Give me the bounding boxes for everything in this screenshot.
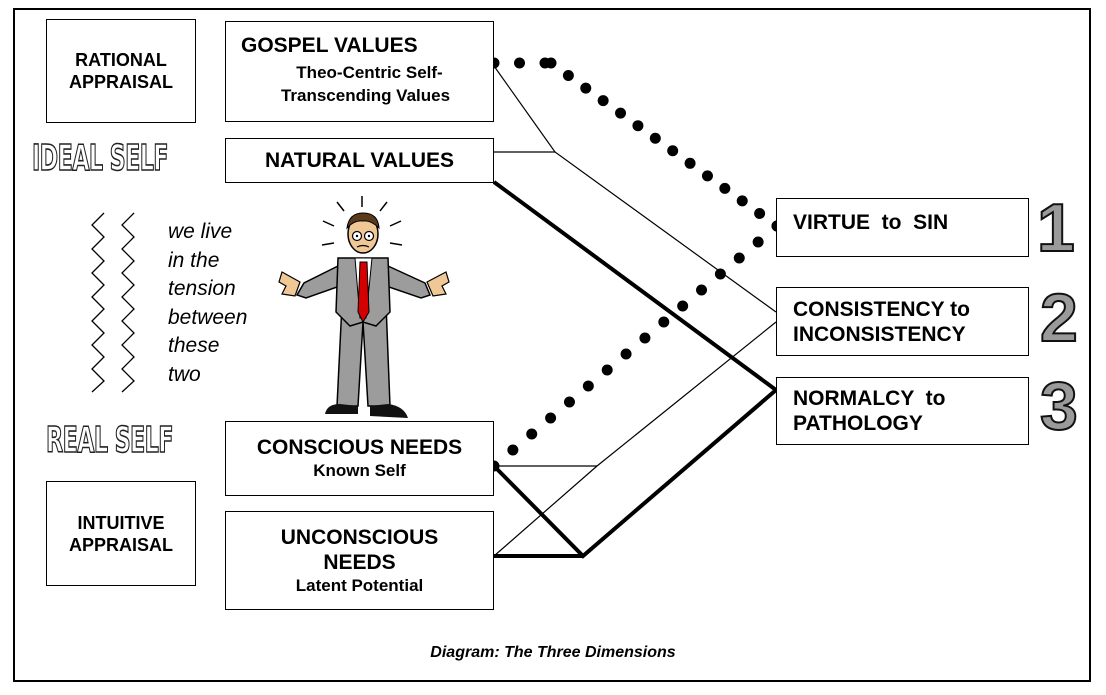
connector-dot <box>684 157 696 169</box>
unconscious-needs-box: UNCONSCIOUS NEEDS Latent Potential <box>225 511 494 610</box>
connector-dot <box>677 300 689 312</box>
unconscious-sub: Latent Potential <box>295 575 424 595</box>
connector-dot <box>514 57 525 69</box>
rational-appraisal-box: RATIONAL APPRAISAL <box>46 19 196 123</box>
tension-line: between <box>168 305 248 329</box>
connector-dot <box>733 252 745 264</box>
unconscious-title1: UNCONSCIOUS <box>280 525 439 549</box>
dimension-2-line1: CONSISTENCY to <box>793 297 970 321</box>
gospel-sub2: Transcending Values <box>280 86 451 105</box>
connector-dot <box>632 120 644 132</box>
dimension-3-line1: NORMALCY to <box>793 387 946 410</box>
connector-dot <box>580 82 592 94</box>
rational-line1: RATIONAL <box>75 50 167 70</box>
connector-dot <box>667 145 679 157</box>
dimension-box-2: CONSISTENCY to INCONSISTENCY <box>776 287 1029 356</box>
conscious-needs-box: CONSCIOUS NEEDS Known Self <box>225 421 494 496</box>
connector-dot <box>719 182 731 194</box>
connector-dot <box>597 95 609 107</box>
connector-dot <box>526 428 538 440</box>
virtue-dotted-connectors <box>488 57 783 472</box>
natural-title: NATURAL VALUES <box>265 149 454 172</box>
real-self-label: REAL SELF <box>46 419 175 462</box>
connector-dot <box>620 348 632 360</box>
dimension-box-3: NORMALCY to PATHOLOGY <box>776 377 1029 445</box>
tension-line: two <box>168 362 201 386</box>
intuitive-line2: APPRAISAL <box>68 534 173 555</box>
zigzag-right <box>121 212 135 393</box>
connector-dot <box>752 236 764 248</box>
dimension-2-line2: INCONSISTENCY <box>793 322 966 346</box>
connector-dot <box>639 332 651 344</box>
tension-line: tension <box>168 277 236 300</box>
dimension-box-1: VIRTUE to SIN <box>776 198 1029 257</box>
connector-dot <box>615 107 627 119</box>
conscious-sub: Known Self <box>313 461 406 480</box>
dimension-1-line1: VIRTUE to SIN <box>793 211 949 234</box>
unconscious-title2: NEEDS <box>323 550 396 574</box>
tension-line: these <box>168 334 220 357</box>
connector-dot <box>601 364 613 376</box>
ideal-self-label: IDEAL SELF <box>32 137 170 180</box>
conscious-title: CONSCIOUS NEEDS <box>256 436 463 459</box>
intuitive-appraisal-box: INTUITIVE APPRAISAL <box>46 481 196 586</box>
connector-dot <box>582 380 594 392</box>
zigzag-left <box>91 212 105 393</box>
dimension-number-1: 1 <box>1036 190 1076 266</box>
tension-text: we live in the tension between these two <box>168 218 247 389</box>
connector-dot <box>696 284 708 296</box>
connector-dot <box>563 396 575 408</box>
connector-dot <box>545 57 557 69</box>
gospel-title: GOSPEL VALUES <box>241 34 418 57</box>
dimension-number-2: 2 <box>1039 280 1079 356</box>
gospel-sub1: Theo-Centric Self- <box>296 63 443 82</box>
tension-line: we live <box>168 220 233 243</box>
gospel-connector <box>493 65 777 313</box>
rational-line2: APPRAISAL <box>68 72 173 92</box>
connector-dot <box>545 412 557 424</box>
diagram-caption: Diagram: The Three Dimensions <box>430 644 676 661</box>
gospel-values-box: GOSPEL VALUES Theo-Centric Self- Transce… <box>225 21 494 122</box>
tension-line: in the <box>168 248 220 272</box>
dimension-number-3: 3 <box>1039 368 1079 444</box>
stressed-man-icon <box>278 196 450 418</box>
diagram-frame <box>13 8 1091 682</box>
pathology-connector-thick <box>492 180 780 559</box>
connector-dot <box>701 170 713 182</box>
intuitive-line1: INTUITIVE <box>77 512 165 533</box>
connector-dot <box>658 316 670 328</box>
connector-dot <box>754 207 766 219</box>
connector-dot <box>714 268 726 280</box>
connector-dot <box>649 132 661 144</box>
connector-dot <box>507 444 519 456</box>
connector-dot <box>562 70 574 82</box>
connector-dot <box>736 195 748 207</box>
natural-values-box: NATURAL VALUES <box>225 138 494 183</box>
dimension-3-line2: PATHOLOGY <box>793 412 923 435</box>
